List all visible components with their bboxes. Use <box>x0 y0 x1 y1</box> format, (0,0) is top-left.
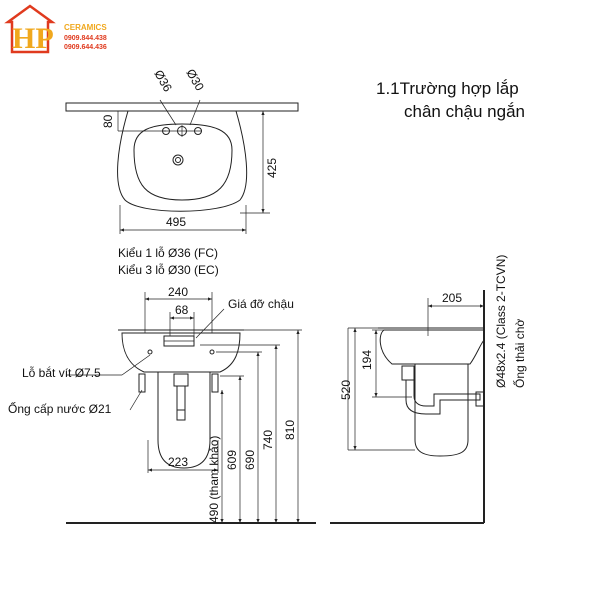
label-screw-hole: Lỗ bắt vít Ø7.5 <box>22 365 101 380</box>
label-bracket: Giá đỡ chậu <box>228 297 294 311</box>
dim-740: 740 <box>261 430 275 450</box>
dim-205: 205 <box>442 291 462 305</box>
label-water-pipe: Ống cấp nước Ø21 <box>8 401 112 416</box>
caption-three-hole: Kiểu 3 lỗ Ø30 (EC) <box>118 262 219 277</box>
caption-one-hole: Kiểu 1 lỗ Ø36 (FC) <box>118 245 218 260</box>
label-drain-pipe: Ống thải chờ <box>512 319 527 388</box>
logo-phone-2: 0909.644.436 <box>64 44 107 51</box>
logo-brand: CERAMICS <box>64 23 107 32</box>
logo-phone-1: 0909.844.438 <box>64 35 107 42</box>
brand-logo: HP CERAMICS 0909.844.438 0909.644.436 <box>4 4 107 55</box>
top-view: Ø36 Ø30 80 425 495 Kiểu 1 lỗ Ø36 (FC) Ki… <box>65 67 299 277</box>
logo-mark: HP <box>12 22 54 55</box>
label-hole-30: Ø30 <box>183 67 207 94</box>
dim-68: 68 <box>175 303 189 317</box>
front-view: 240 68 Giá đỡ chậu Lỗ bắt vít Ø7.5 Ống c… <box>8 285 316 524</box>
section-heading-line2: chân chậu ngắn <box>404 102 525 121</box>
dim-810: 810 <box>283 420 297 440</box>
dim-223: 223 <box>168 455 188 469</box>
dim-520: 520 <box>339 380 353 400</box>
dim-490-reference: 490 (tham khảo) <box>207 436 221 523</box>
side-view: 205 194 520 Ø48x2.4 (Class 2-TCVN) Ống t… <box>330 255 527 524</box>
dim-194: 194 <box>360 350 374 370</box>
dim-240: 240 <box>168 285 188 299</box>
label-hole-36: Ø36 <box>151 68 175 95</box>
dim-495: 495 <box>166 215 186 229</box>
house-icon <box>4 4 56 54</box>
dim-609: 609 <box>225 450 239 470</box>
dim-80: 80 <box>101 114 115 128</box>
dim-425: 425 <box>265 158 279 178</box>
section-heading-line1: 1.1Trường hợp lắp <box>376 79 519 98</box>
label-pipe-spec: Ø48x2.4 (Class 2-TCVN) <box>494 255 508 388</box>
dim-690: 690 <box>243 450 257 470</box>
